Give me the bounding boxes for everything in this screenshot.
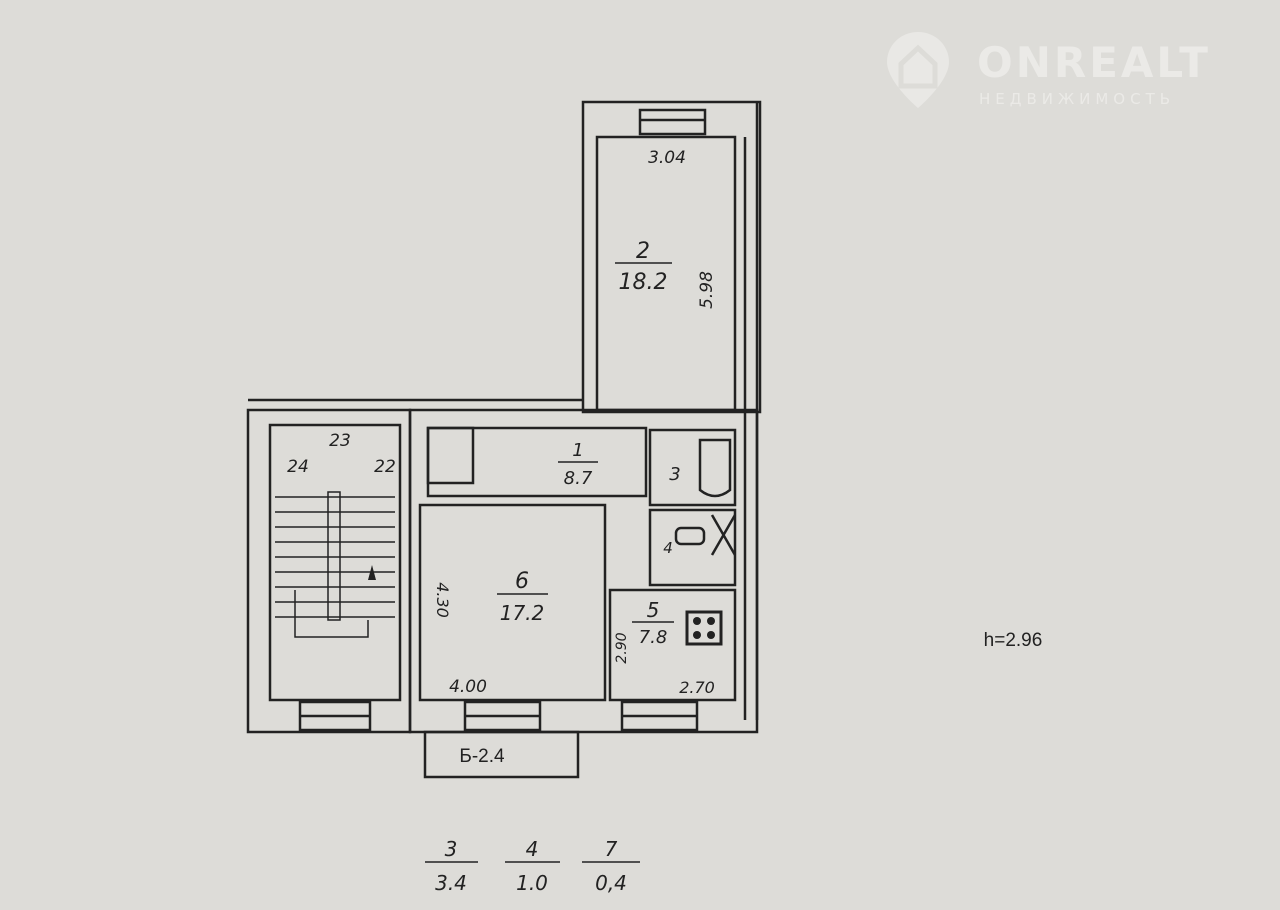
balcony-label: Б-2.4 (459, 746, 505, 767)
room-3-number: 3 (669, 464, 680, 485)
summary-number: 4 (526, 837, 539, 861)
summary-number: 7 (605, 837, 618, 861)
room-5-length: 2.90 (614, 632, 630, 663)
room-1-area: 8.7 (564, 468, 593, 489)
walls (246, 100, 762, 779)
summary-area: 0,4 (595, 871, 627, 895)
room-6 (418, 503, 607, 702)
ceiling-height: h=2.96 (984, 630, 1043, 651)
watermark-subtitle: НЕДВИЖИМОСТЬ (979, 90, 1176, 108)
watermark-logo: ONREALT НЕДВИЖИМОСТЬ (885, 30, 1245, 110)
summary-area: 3.4 (435, 871, 467, 895)
room-2-number: 2 (636, 239, 650, 264)
room-5-width: 2.70 (679, 678, 715, 697)
room-6-area: 17.2 (500, 601, 545, 625)
stair-direction-arrow-icon (368, 565, 376, 580)
summary-number: 3 (445, 837, 458, 861)
room-5-kitchen (608, 588, 737, 702)
room-3-bathroom (648, 428, 737, 507)
stairs (275, 491, 395, 638)
room-6-number: 6 (515, 569, 529, 594)
fraction-lines (425, 262, 674, 863)
bathtub-icon (698, 438, 732, 498)
room-6-width: 4.00 (449, 677, 487, 697)
watermark-brand: ONREALT (977, 38, 1211, 87)
room-5-area: 7.8 (639, 627, 668, 648)
stairwell-inner-wall (268, 423, 402, 702)
room-1 (426, 426, 648, 498)
apartment-outer-wall (408, 408, 759, 734)
room-2-area: 18.2 (619, 270, 668, 295)
location-pin-house-icon (887, 32, 949, 108)
room-6-length: 4.30 (433, 582, 452, 618)
window (638, 108, 707, 136)
stair-label: 24 (287, 457, 309, 477)
room-1-number: 1 (572, 440, 583, 461)
stair-label: 22 (374, 457, 396, 477)
room-2-length: 5.98 (697, 271, 717, 309)
room-2-width: 3.04 (648, 148, 686, 168)
stove-icon (685, 610, 723, 646)
balcony (423, 730, 580, 779)
room-4-number: 4 (663, 539, 673, 557)
room-4-toilet (648, 508, 737, 587)
room-5-number: 5 (647, 598, 660, 622)
room-2-outer-wall (581, 100, 762, 414)
stair-label: 23 (329, 431, 351, 451)
summary-area: 1.0 (516, 871, 548, 895)
